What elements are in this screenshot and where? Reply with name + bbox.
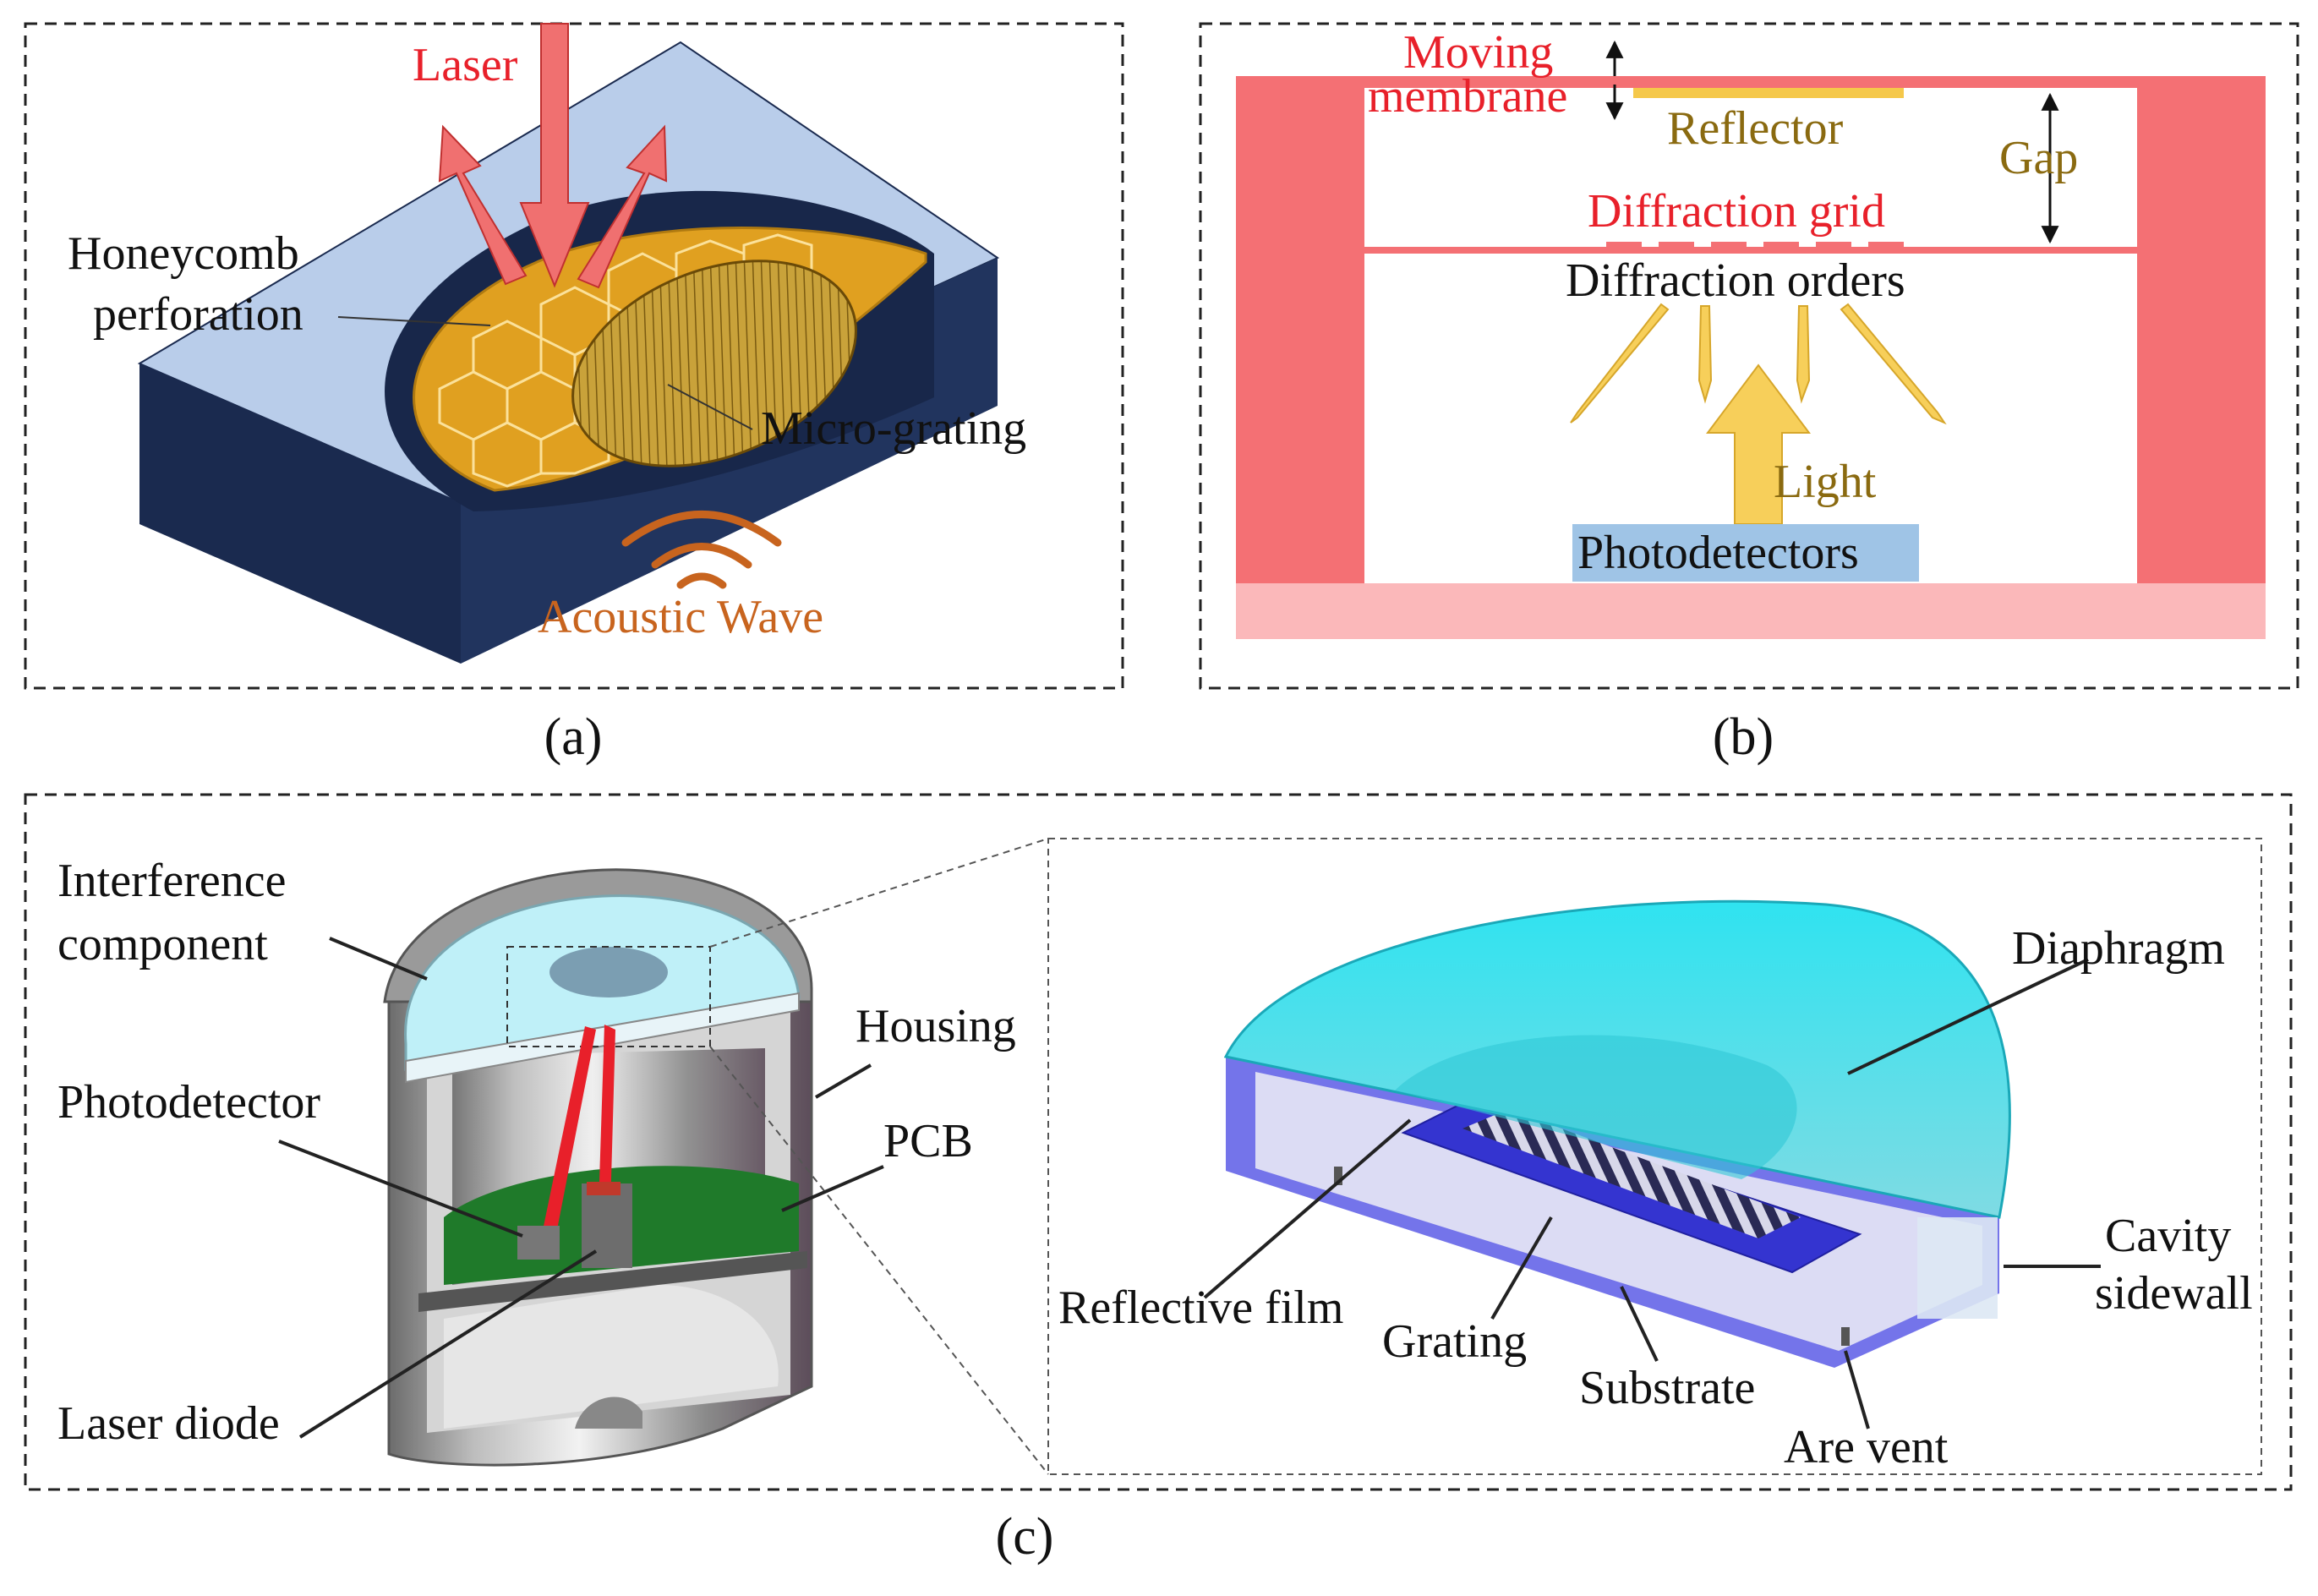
laser-label: Laser xyxy=(413,39,518,91)
diffraction-grid-line xyxy=(1364,247,2137,254)
photodetector-chip xyxy=(517,1226,560,1260)
interference-label: Interference xyxy=(57,855,286,907)
grating-stripes xyxy=(1462,1109,1801,1238)
vent-left xyxy=(1334,1167,1342,1185)
laser-beam-up xyxy=(541,1026,596,1243)
panel-b: Moving membrane Reflector Gap Diffractio… xyxy=(1199,22,2299,766)
cavity-sidewall-block xyxy=(1917,1217,1998,1319)
laser-beam-down xyxy=(599,1025,615,1209)
zoomed-sensor xyxy=(1223,899,2011,1368)
photodetectors-box xyxy=(1572,524,1919,582)
panel-c-border xyxy=(24,793,2293,1491)
caption-a: (a) xyxy=(544,708,603,766)
gap-label: Gap xyxy=(1999,132,2078,184)
micro-grating-leader xyxy=(667,384,753,430)
housing-label: Housing xyxy=(856,1000,1016,1052)
honeycomb-label: Honeycomb xyxy=(68,227,299,280)
honeycomb-leader xyxy=(337,316,491,326)
panel-a: Laser Honeycomb perforation Micro-gratin… xyxy=(24,22,1124,766)
are-vent-label: Are vent xyxy=(1784,1421,1949,1473)
grid-segments xyxy=(1606,242,1904,254)
photodetector-label: Photodetector xyxy=(57,1076,320,1129)
laser-beams xyxy=(438,23,668,289)
laser-reflected-arrow-left xyxy=(438,124,528,286)
ray-inner-right xyxy=(1796,305,1811,404)
reflector-label: Reflector xyxy=(1667,102,1844,155)
diffraction-orders-label: Diffraction orders xyxy=(1566,254,1905,307)
sidewall-label: sidewall xyxy=(2095,1267,2253,1320)
microphone-housing xyxy=(383,868,813,1467)
laser-reflected-arrow-right xyxy=(577,124,668,289)
zoom-leaders xyxy=(1203,958,2101,1429)
reflector-bar xyxy=(1633,88,1904,98)
micro-grating-patch xyxy=(571,260,857,467)
membrane-label: membrane xyxy=(1368,70,1567,123)
ray-outer-right xyxy=(1840,303,1947,425)
panel-c-left-leaders xyxy=(278,937,884,1439)
left-frame-wall xyxy=(1236,76,1364,583)
housing-front-face xyxy=(139,363,461,664)
laser-incident-arrow xyxy=(519,23,590,288)
zoom-line-bottom xyxy=(709,1046,1049,1475)
bottom-notch xyxy=(575,1396,642,1429)
light-label: Light xyxy=(1774,456,1877,508)
laser-diode-label: Laser diode xyxy=(57,1397,280,1450)
cavity-label: Cavity xyxy=(2105,1210,2231,1262)
zoom-line-top xyxy=(709,838,1049,948)
panel-b-border xyxy=(1199,22,2299,690)
grating-dot xyxy=(549,947,668,998)
laser-diode-top xyxy=(587,1182,621,1195)
honeycomb-membrane xyxy=(413,227,927,492)
moving-label: Moving xyxy=(1403,26,1553,79)
reflective-film-label: Reflective film xyxy=(1058,1282,1343,1334)
pink-base xyxy=(1236,583,2266,639)
moving-membrane-bar xyxy=(1236,76,2266,88)
ray-inner-left xyxy=(1697,305,1713,404)
bottom-well xyxy=(444,1285,779,1429)
substrate-label: Substrate xyxy=(1579,1362,1755,1414)
panel-c: Interference component Housing Photodete… xyxy=(24,793,2293,1566)
grating-label: Grating xyxy=(1382,1315,1527,1368)
photodetectors-label: Photodetectors xyxy=(1577,527,1859,579)
acoustic-wave-icon xyxy=(621,511,782,589)
caption-c: (c) xyxy=(996,1508,1054,1566)
panel-a-border xyxy=(24,22,1124,690)
component-label: component xyxy=(57,918,268,970)
zoom-inset-border xyxy=(1047,838,2262,1475)
pcb-label: PCB xyxy=(883,1115,973,1167)
pcb-plate-edge xyxy=(418,1251,807,1312)
acoustic-wave-label: Acoustic Wave xyxy=(538,591,823,643)
diaphragm-label: Diaphragm xyxy=(2012,922,2225,975)
interference-plate xyxy=(405,992,800,1084)
micro-grating-label: Micro-grating xyxy=(761,402,1026,455)
vent-right xyxy=(1841,1327,1850,1346)
ray-outer-left xyxy=(1570,303,1670,424)
diffraction-grid-label: Diffraction grid xyxy=(1588,185,1885,238)
perforation-label: perforation xyxy=(93,288,303,341)
diffraction-rays xyxy=(1570,303,1947,425)
right-frame-wall xyxy=(2137,76,2266,583)
caption-b: (b) xyxy=(1713,708,1774,766)
light-arrow xyxy=(1706,363,1811,525)
diaphragm-inner xyxy=(1395,1035,1797,1179)
